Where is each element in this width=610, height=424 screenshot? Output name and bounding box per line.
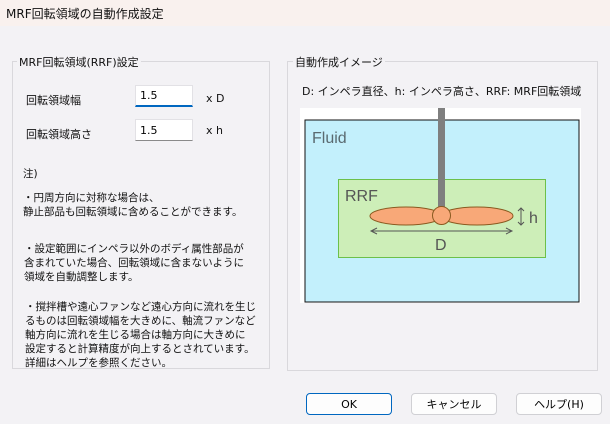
ok-button[interactable]: OK: [306, 393, 392, 415]
window-title: MRF回転領域の自動作成設定: [6, 7, 164, 21]
impeller-hub: [432, 206, 451, 225]
cancel-button[interactable]: キャンセル: [411, 393, 497, 415]
impeller-blade-right: [440, 206, 514, 226]
image-group: [287, 61, 598, 371]
title-bar: [0, 0, 610, 26]
note-3: ・撹拌槽や遠心ファンなど遠心方向に流れを生じ るものは回転領域幅を大きめに、軸流…: [25, 301, 256, 369]
note-1: ・円周方向に対称な場合は、 静止部品も回転領域に含めることができます。: [23, 192, 243, 218]
region-height-unit: x h: [206, 124, 223, 137]
rrf-label: RRF: [345, 188, 378, 205]
fluid-label: Fluid: [312, 130, 347, 147]
region-width-label: 回転領域幅: [26, 94, 81, 107]
diameter-label: D: [435, 237, 447, 254]
image-legend: D: インペラ直径、h: インペラ高さ、RRF: MRF回転領域: [302, 85, 582, 98]
rrf-settings-group: [12, 61, 270, 369]
image-group-title: 自動作成イメージ: [293, 54, 385, 70]
shaft: [438, 108, 445, 209]
help-button[interactable]: ヘルプ(H): [516, 393, 602, 415]
region-width-input[interactable]: [135, 85, 193, 107]
note-title: 注): [23, 168, 38, 180]
rrf-settings-title: MRF回転領域(RRF)設定: [17, 54, 141, 70]
note-2: ・設定範囲にインペラ以外のボディ属性部品が 含まれていた場合、回転領域に含まない…: [24, 243, 244, 283]
region-width-unit: x D: [206, 92, 225, 105]
height-label: h: [529, 210, 538, 227]
region-height-input[interactable]: [135, 119, 193, 141]
impeller-blade-left: [369, 206, 443, 226]
rrf-diagram: Fluid RRF D h: [300, 108, 581, 303]
region-height-label: 回転領域高さ: [26, 128, 92, 141]
